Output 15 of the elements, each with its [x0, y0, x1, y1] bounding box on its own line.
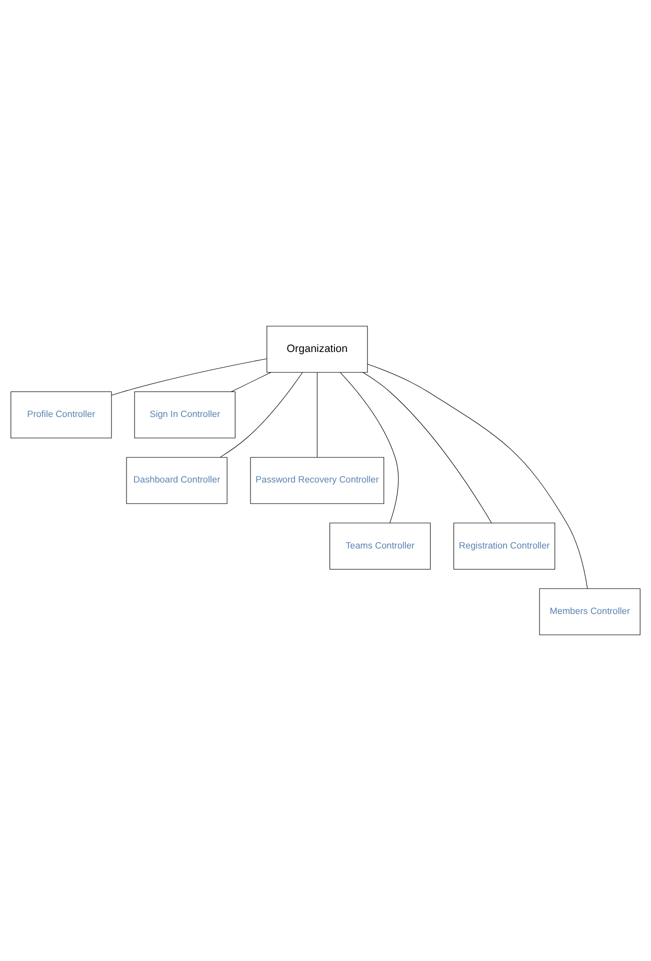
connector	[367, 364, 588, 589]
node-box: Members Controller	[539, 588, 640, 636]
connector	[111, 358, 268, 396]
connector	[316, 372, 318, 458]
node-box: Teams Controller	[330, 522, 431, 570]
connector	[362, 372, 492, 524]
node-box: Registration Controller	[454, 522, 556, 570]
node-box: Sign In Controller	[134, 392, 236, 438]
node-box: Dashboard Controller	[126, 457, 228, 504]
node-box: Profile Controller	[10, 392, 112, 438]
connector	[340, 372, 399, 524]
connector	[230, 372, 271, 392]
connector	[220, 372, 303, 458]
node-box: Password Recovery Controller	[250, 457, 384, 504]
node-box: Organization	[266, 326, 368, 373]
